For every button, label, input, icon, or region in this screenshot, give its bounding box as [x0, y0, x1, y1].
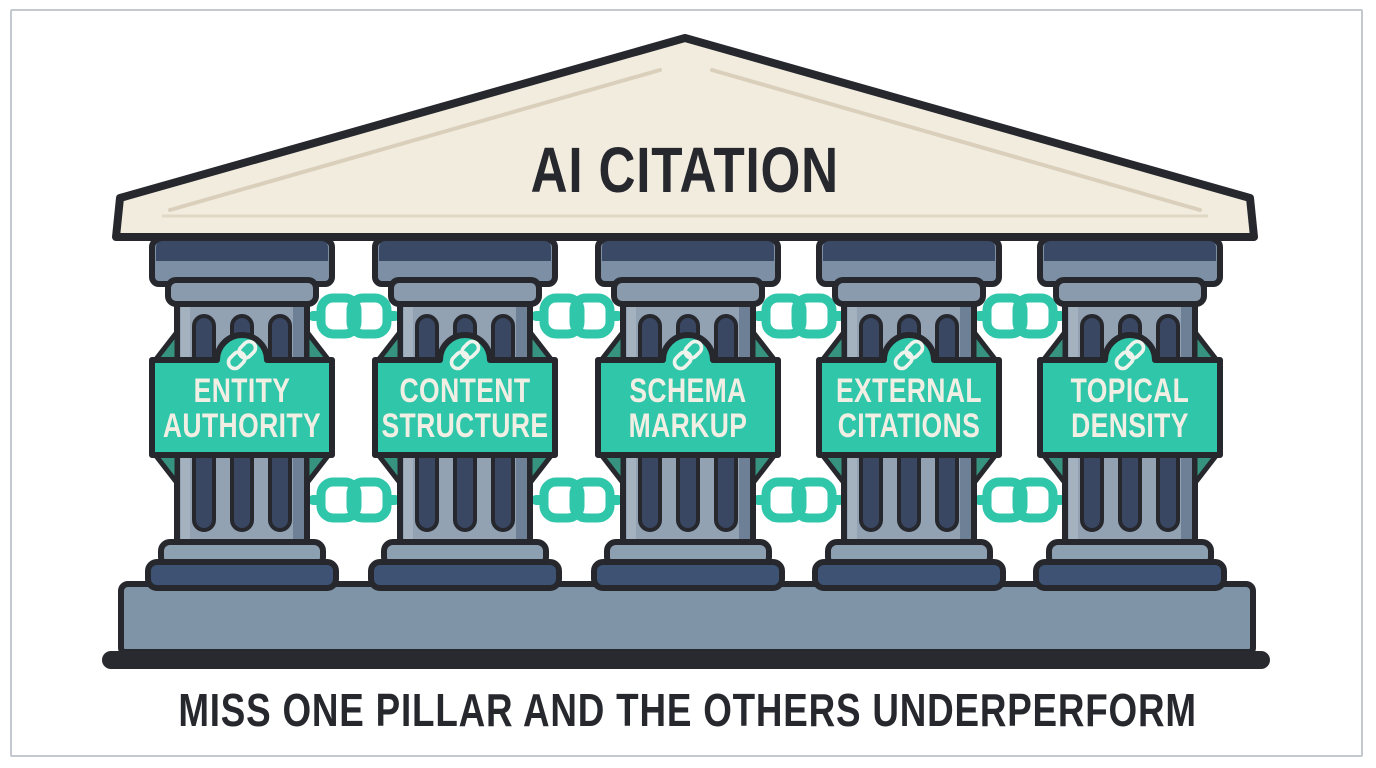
pillar-capital — [595, 237, 781, 307]
pillar-topical-density: TOPICAL DENSITY — [1033, 237, 1227, 591]
pillar-base — [368, 539, 562, 591]
pillar-label-line2: AUTHORITY — [163, 407, 321, 445]
pillar-label: ENTITY AUTHORITY — [163, 372, 321, 445]
pillar-external-citations: EXTERNAL CITATIONS — [812, 237, 1006, 591]
pillar-capital — [1037, 237, 1223, 307]
chain-links-icon — [308, 293, 400, 339]
pillar-capital — [372, 237, 558, 307]
pillar-base — [145, 539, 339, 591]
pillar-base — [591, 539, 785, 591]
pillar-label-line1: SCHEMA — [629, 372, 746, 410]
pillar-capital — [816, 237, 1002, 307]
chain-link-icon — [1114, 339, 1146, 371]
pillar-label: EXTERNAL CITATIONS — [836, 372, 982, 445]
pillar-badge — [816, 332, 1002, 458]
pillar-label-line2: DENSITY — [1071, 407, 1189, 445]
pillar-label-line1: TOPICAL — [1071, 372, 1190, 410]
pillar-entity-authority: ENTITY AUTHORITY — [145, 237, 339, 591]
chain-links-icon — [531, 477, 623, 523]
pillar-label-line1: ENTITY — [194, 372, 291, 410]
pediment-hatch-line — [710, 68, 1202, 212]
pediment-hatch-line — [168, 68, 662, 212]
pillar-base — [812, 539, 1006, 591]
ground-line — [102, 651, 1270, 669]
pillar-badge — [1037, 332, 1223, 458]
pediment: AI CITATION — [112, 34, 1258, 241]
page-title: AI CITATION — [531, 136, 839, 207]
pillar-badge — [149, 332, 335, 458]
pillar-capital — [149, 237, 335, 307]
pillar-label: SCHEMA MARKUP — [629, 372, 748, 445]
pediment-shape — [112, 34, 1258, 241]
chain-links-icon — [753, 293, 845, 339]
pillar-label-line1: EXTERNAL — [836, 372, 982, 410]
caption-text: MISS ONE PILLAR AND THE OTHERS UNDERPERF… — [178, 684, 1198, 736]
pillar-label-line2: MARKUP — [629, 407, 748, 445]
pillar-label-line2: CITATIONS — [838, 407, 980, 445]
chain-link-icon — [893, 339, 925, 371]
pillar-badge — [372, 332, 558, 458]
chain-links-icon — [531, 293, 623, 339]
pillar-schema-markup: SCHEMA MARKUP — [591, 237, 785, 591]
pillar-content-structure: CONTENT STRUCTURE — [368, 237, 562, 591]
caption: MISS ONE PILLAR AND THE OTHERS UNDERPERF… — [0, 683, 1376, 737]
chain-links-icon — [753, 477, 845, 523]
chain-links-icon — [308, 477, 400, 523]
pillar-label: TOPICAL DENSITY — [1071, 372, 1190, 445]
chain-links-icon — [974, 293, 1066, 339]
pillar-badge — [595, 332, 781, 458]
pillar-label-line2: STRUCTURE — [381, 407, 548, 445]
pillar-label: CONTENT STRUCTURE — [381, 372, 548, 445]
pillar-label-line1: CONTENT — [400, 372, 531, 410]
chain-link-icon — [672, 339, 704, 371]
pillar-base — [1033, 539, 1227, 591]
